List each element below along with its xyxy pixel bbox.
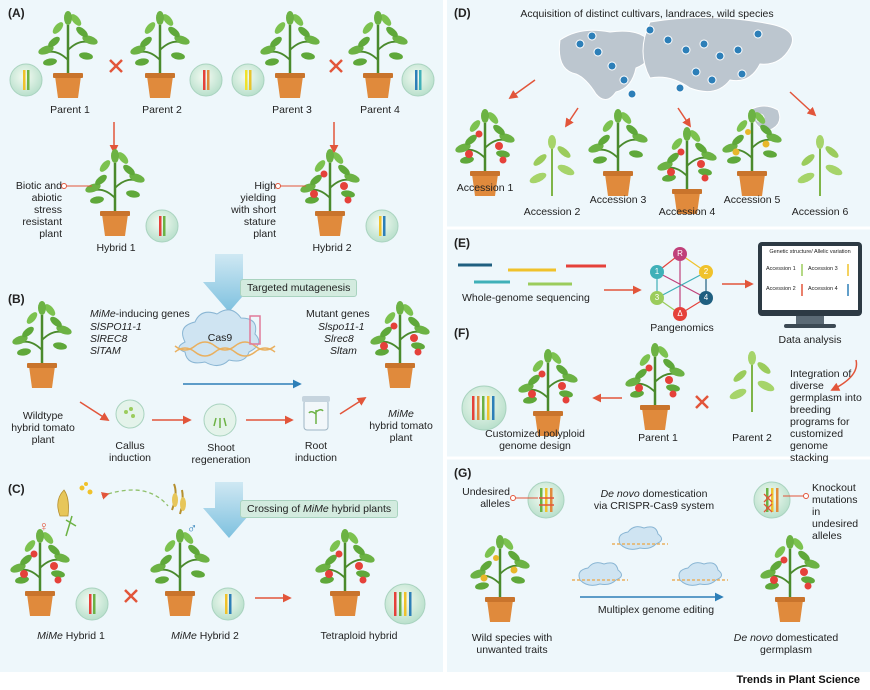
parent-1-label: Parent 1 [50, 104, 90, 116]
mime-plant-prefix: MiMe [388, 408, 414, 420]
shoot-label: Shoot regeneration [191, 442, 251, 466]
hybrid-2-label: Hybrid 2 [312, 242, 352, 254]
panel-b-art [9, 299, 431, 437]
mime-hybrid-2-label: MiMe Hybrid 2 [150, 630, 260, 642]
node-3: 3 [654, 293, 660, 302]
denovo-domesticated-text: domesticated germplasm [760, 632, 839, 656]
knockout-label: Knockout mutations in undesired alleles [812, 482, 859, 542]
denovo-italic: De novo [600, 488, 640, 500]
node-4: 4 [703, 293, 709, 302]
screen-item-1: Accession 1 [766, 266, 796, 272]
crossing-banner-suffix: hybrid plants [328, 503, 392, 515]
panel-c-letter: (C) [8, 482, 25, 496]
parent-2-label: Parent 2 [142, 104, 182, 116]
data-analysis-label: Data analysis [778, 334, 842, 346]
journal-footer: Trends in Plant Science [736, 674, 861, 686]
panel-d-art [454, 16, 845, 214]
acquisition-title: Acquisition of distinct cultivars, landr… [520, 8, 774, 20]
via-crispr-label: via CRISPR-Cas9 system [593, 500, 715, 512]
crossing-banner-prefix: Crossing of [247, 503, 304, 515]
multiplex-label: Multiplex genome editing [597, 604, 715, 616]
node-r: R [677, 249, 683, 258]
mime-plant-label: hybrid tomato plant [369, 420, 433, 444]
wildtype-label: Wildtype hybrid tomato plant [11, 410, 75, 446]
screen-title: Genetic structure/ Allelic variation [769, 249, 851, 255]
tetraploid-label: Tetraploid hybrid [320, 630, 398, 642]
panel-c-art [9, 482, 426, 625]
panel-g-art [469, 481, 821, 622]
cas9-label: Cas9 [207, 332, 233, 344]
female-symbol: ♀ [38, 518, 50, 534]
node-delta: Δ [677, 309, 683, 318]
screen-item-2: Accession 2 [766, 286, 796, 292]
mime-hybrid-1-mime: MiMe [37, 630, 63, 642]
accession-1-label: Accession 1 [456, 182, 514, 194]
panel-f-art [461, 343, 858, 436]
panel-e-letter: (E) [454, 236, 470, 250]
panel-a-letter: (A) [8, 6, 25, 20]
panel-d-letter: (D) [454, 6, 471, 20]
male-symbol: ♂ [186, 520, 198, 536]
hybrid-1-label: Hybrid 1 [96, 242, 136, 254]
gene-mut-3: Sltam [330, 345, 357, 357]
mime-label: MiMe [90, 308, 116, 320]
mime-hybrid-2-text: Hybrid 2 [199, 630, 239, 642]
f-parent-1-label: Parent 1 [638, 432, 678, 444]
panel-e-art [458, 242, 862, 328]
big-arrow-b-c [203, 482, 255, 538]
hybrid-2-trait: High yielding with short stature plant [231, 180, 276, 240]
accession-6-label: Accession 6 [791, 206, 849, 218]
accession-4-label: Accession 4 [658, 206, 716, 218]
screen-item-3: Accession 3 [808, 266, 838, 272]
big-arrow-a-b [203, 254, 255, 312]
callus-label: Callus induction [108, 440, 152, 464]
accession-3-label: Accession 3 [589, 194, 647, 206]
mime-hybrid-2-mime: MiMe [171, 630, 197, 642]
crossing-banner: Crossing of MiMe hybrid plants [240, 500, 399, 518]
accession-5-label: Accession 5 [723, 194, 781, 206]
panel-a-art [9, 9, 435, 243]
node-2: 2 [703, 267, 709, 276]
parent-3-label: Parent 3 [272, 104, 312, 116]
panel-f-letter: (F) [454, 326, 470, 340]
undesired-alleles-label: Undesired alleles [462, 486, 510, 510]
panel-b-letter: (B) [8, 292, 25, 306]
crossing-banner-mime: MiMe [303, 503, 329, 515]
targeted-mutagenesis-banner: Targeted mutagenesis [240, 279, 358, 297]
denovo-rest: domestication [639, 488, 708, 500]
root-label: Root induction [294, 440, 338, 464]
denovo-domesticated-italic: De novo [733, 632, 773, 644]
mime-hybrid-1-label: MiMe Hybrid 1 [16, 630, 126, 642]
wild-species-label: Wild species with unwanted traits [471, 632, 553, 656]
pangenomics-label: Pangenomics [650, 322, 714, 334]
custom-genome-label: Customized polyploid genome design [485, 428, 585, 452]
hybrid-1-trait: Biotic and abiotic stress resistant plan… [15, 180, 62, 240]
mime-hybrid-1-text: Hybrid 1 [65, 630, 105, 642]
gene-mut-2: Slrec8 [324, 333, 354, 345]
gene-wt-1: SlSPO11-1 [90, 321, 142, 333]
inducing-genes-title: MiMe-inducing genes [90, 308, 210, 320]
gene-mut-1: Slspo11-1 [318, 321, 365, 333]
denovo-title: De novo domestication [584, 488, 724, 500]
accession-2-label: Accession 2 [523, 206, 581, 218]
gene-wt-2: SlREC8 [90, 333, 128, 345]
parent-4-label: Parent 4 [360, 104, 400, 116]
gene-wt-3: SlTAM [90, 345, 121, 357]
f-parent-2-label: Parent 2 [732, 432, 772, 444]
wgs-label: Whole-genome sequencing [462, 292, 590, 304]
denovo-domesticated-label: De novo domesticated germplasm [720, 632, 852, 656]
mutant-genes-title: Mutant genes [306, 308, 370, 320]
node-1: 1 [654, 267, 660, 276]
integration-label: Integration of diverse germplasm into br… [790, 368, 862, 464]
inducing-genes-text: -inducing genes [115, 308, 190, 320]
screen-item-4: Accession 4 [808, 286, 838, 292]
panel-g-letter: (G) [454, 466, 472, 480]
